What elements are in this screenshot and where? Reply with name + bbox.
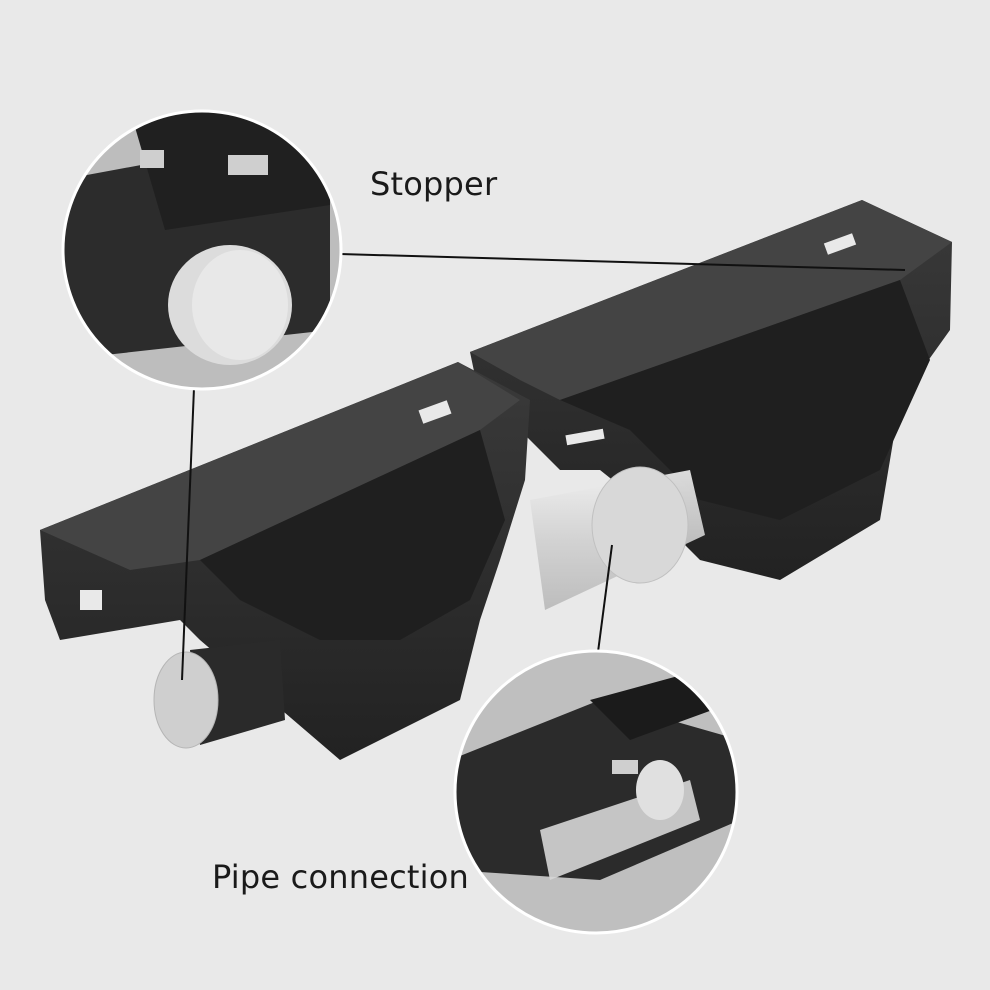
pipe-leader-line	[597, 544, 613, 653]
connecting-pipe	[530, 466, 705, 610]
pipe-connection-label: Pipe connection	[212, 858, 469, 896]
left-pipe-stub	[153, 640, 285, 749]
left-tray	[40, 362, 530, 760]
stopper-leader-line	[339, 253, 906, 271]
stopper-label: Stopper	[370, 165, 498, 203]
stopper-down-leader-line	[181, 387, 195, 681]
stopper-detail-circle	[61, 109, 343, 391]
pipe-connection-detail-circle	[453, 649, 739, 935]
right-tray	[470, 200, 952, 580]
leader-lines	[181, 253, 906, 681]
